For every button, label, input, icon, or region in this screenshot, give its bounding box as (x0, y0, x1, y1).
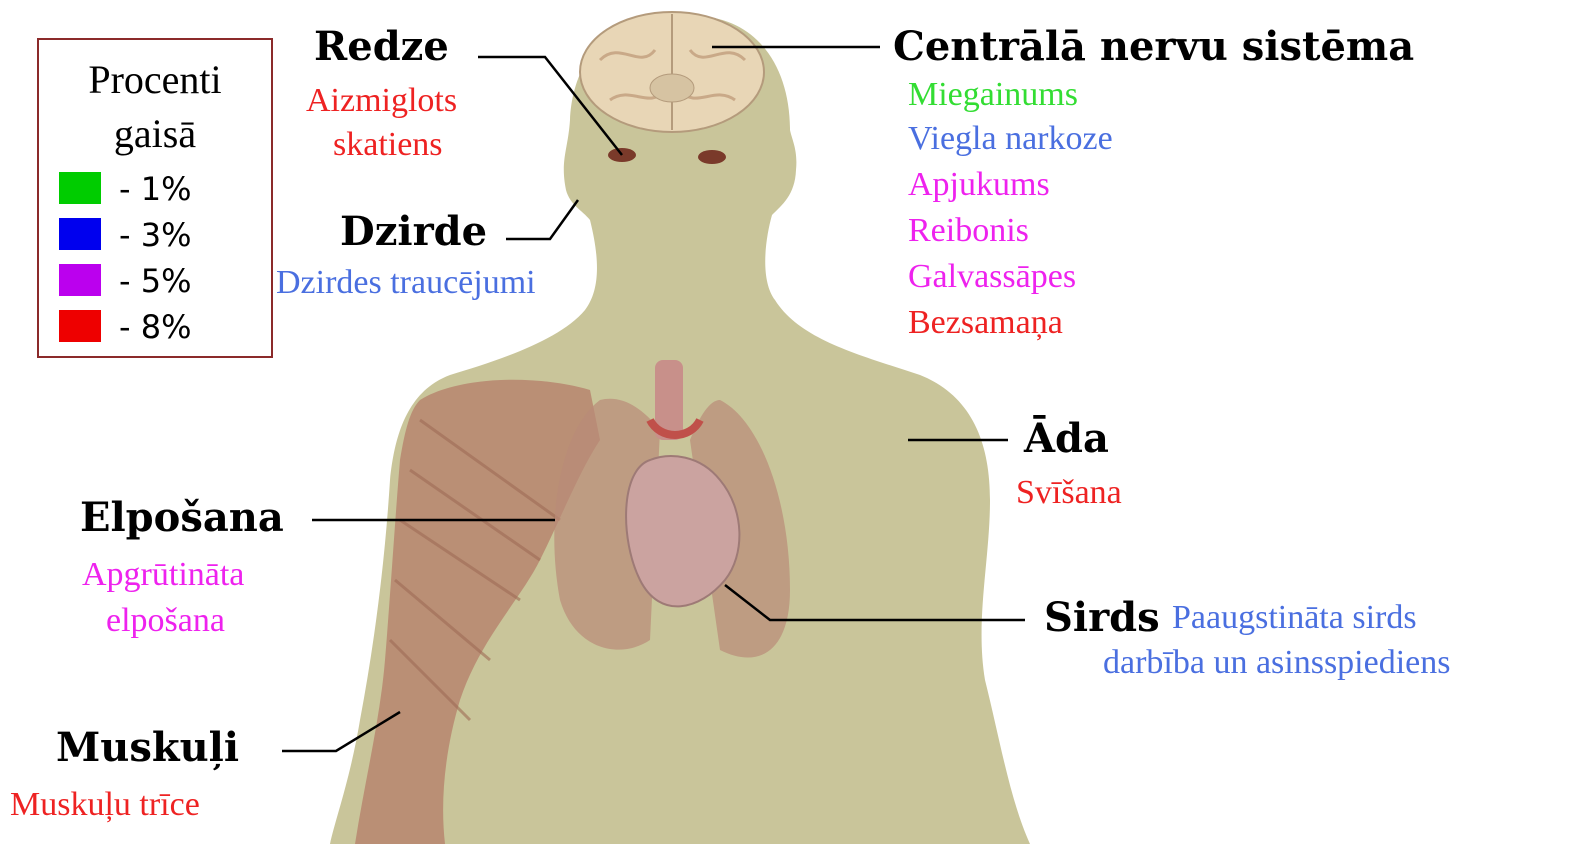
sirds-title: Sirds (1044, 598, 1160, 638)
right-eye (698, 150, 726, 164)
cns-symptom-1: Miegainums (908, 78, 1078, 112)
elposana-title: Elpošana (80, 498, 284, 538)
cns-symptom-5: Galvassāpes (908, 260, 1076, 294)
cns-symptom-3: Apjukums (908, 168, 1050, 202)
legend-title-line1: Procenti (39, 56, 271, 103)
muskuli-title: Muskuļi (56, 728, 239, 768)
elposana-symptom-1: Apgrūtināta (82, 558, 244, 592)
legend-swatch-purple (59, 264, 101, 296)
elposana-symptom-2: elpošana (106, 604, 225, 638)
legend-swatch-blue (59, 218, 101, 250)
legend-title-line2: gaisā (39, 110, 271, 157)
legend-label: - 8% (119, 308, 191, 346)
ada-title: Āda (1024, 419, 1109, 459)
ada-symptom-1: Svīšana (1016, 476, 1122, 510)
cns-symptom-6: Bezsamaņa (908, 306, 1063, 340)
redze-symptom-2: skatiens (333, 128, 443, 162)
dzirde-title: Dzirde (340, 212, 487, 252)
redze-symptom-1: Aizmiglots (306, 84, 457, 118)
sirds-symptom-1: Paaugstināta sirds (1172, 601, 1417, 635)
redze-title: Redze (314, 27, 449, 67)
legend-box: Procenti gaisā - 1% - 3% - 5% - 8% (37, 38, 273, 358)
muskuli-symptom-1: Muskuļu trīce (10, 788, 200, 822)
legend-swatch-green (59, 172, 101, 204)
legend-label: - 3% (119, 216, 191, 254)
brain-graphic (580, 12, 764, 132)
cns-symptom-4: Reibonis (908, 214, 1029, 248)
cns-symptom-2: Viegla narkoze (908, 122, 1113, 156)
dzirde-symptom-1: Dzirdes traucējumi (276, 266, 536, 300)
cns-title: Centrālā nervu sistēma (893, 27, 1414, 67)
legend-label: - 5% (119, 262, 191, 300)
sirds-symptom-2: darbība un asinsspiediens (1103, 646, 1451, 680)
legend-swatch-red (59, 310, 101, 342)
legend-label: - 1% (119, 170, 191, 208)
